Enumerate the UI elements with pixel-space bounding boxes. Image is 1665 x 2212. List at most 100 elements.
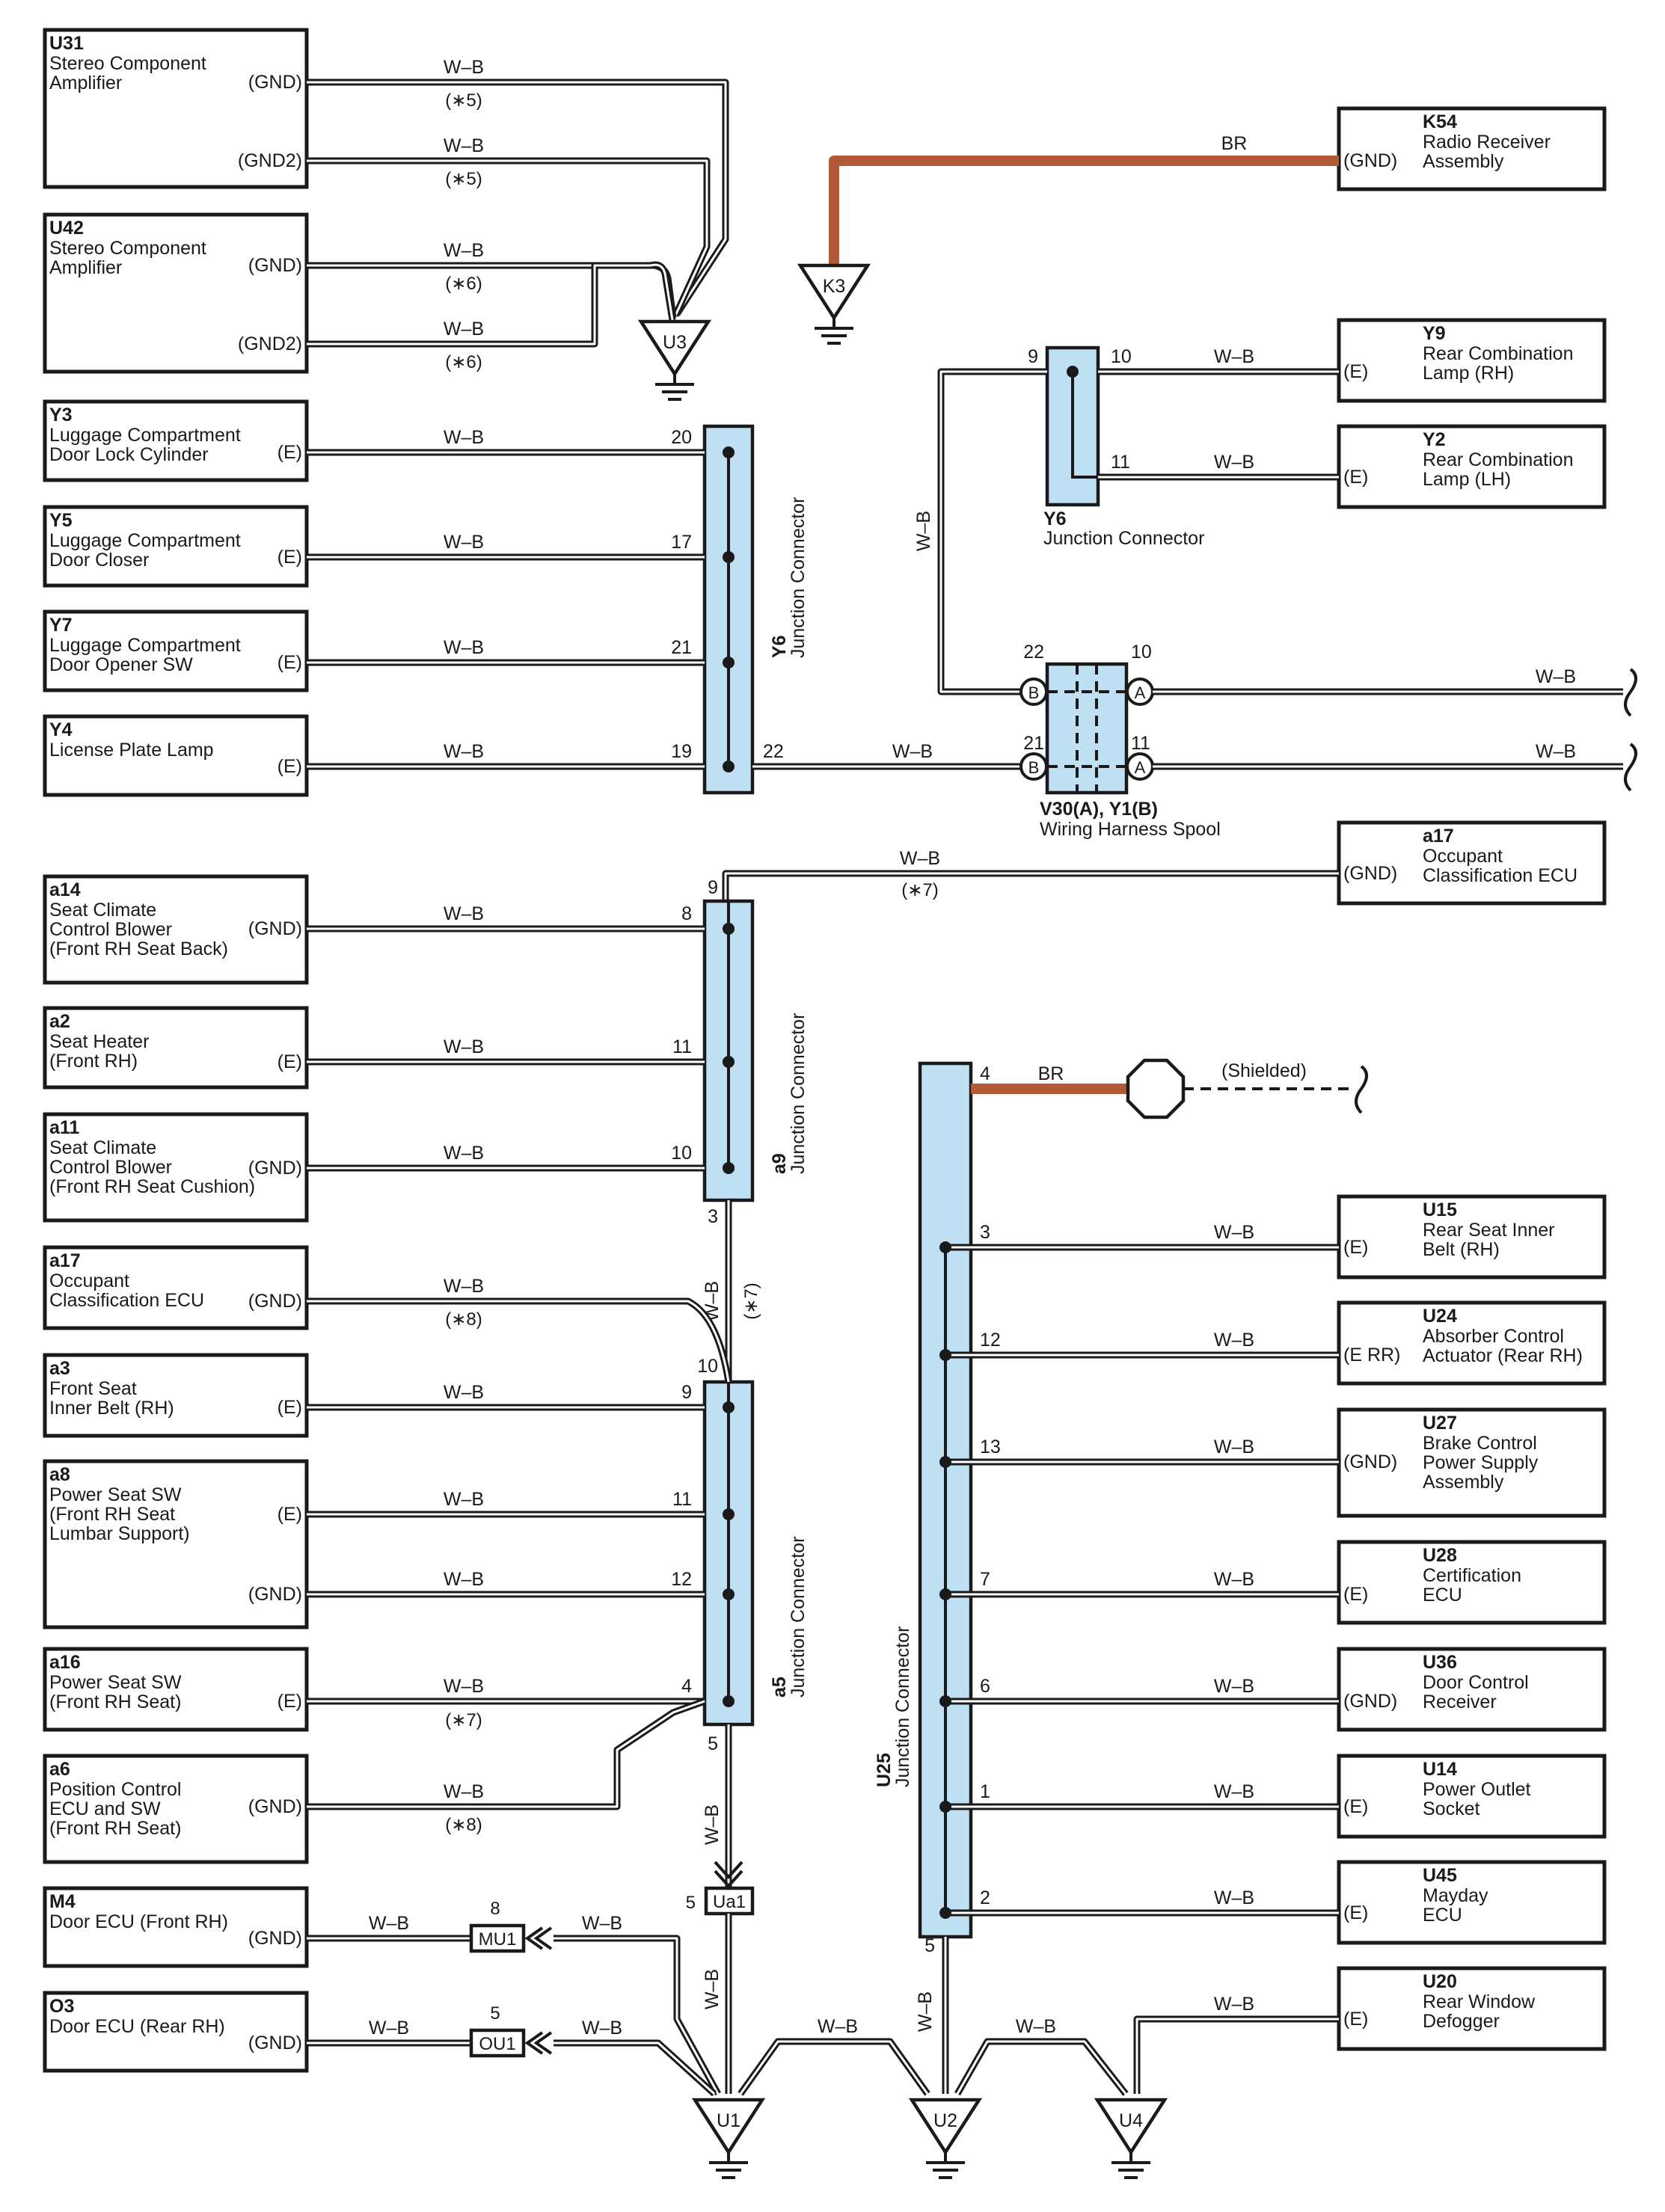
- component-id: U42: [49, 218, 84, 239]
- junction-pin: 10: [697, 1356, 718, 1377]
- component-id: a3: [49, 1358, 70, 1379]
- wire-color-label: W–B: [1016, 2016, 1056, 2037]
- inline-connector-id: MU1: [479, 1929, 517, 1950]
- component-name-line: (Front RH): [49, 1051, 138, 1072]
- component-id: Y7: [49, 615, 73, 636]
- wire-a17-left-core: [307, 1300, 730, 1383]
- component-name-line: Absorber Control: [1423, 1326, 1564, 1347]
- inline-connector-pin: 5: [686, 1893, 696, 1913]
- wire-color-label: W–B: [900, 848, 940, 869]
- component-box: [1337, 1194, 1607, 1279]
- wire-u20-to-u4-core: [1135, 2018, 1339, 2094]
- terminal-label: (GND2): [238, 334, 302, 354]
- component-name-line: Classification ECU: [49, 1290, 204, 1311]
- junction-pin: 9: [681, 1382, 692, 1403]
- wire-u2-u4-link-core: [956, 2040, 1127, 2095]
- wire-u31-gnd-core: [307, 81, 727, 315]
- wire-a17-left: [307, 1297, 732, 1383]
- component-name-line: (Front RH Seat Cushion): [49, 1176, 255, 1197]
- component-id: U15: [1423, 1199, 1457, 1220]
- junction-pin: 11: [672, 1036, 692, 1057]
- wire-color-label: W–B: [1214, 346, 1254, 367]
- terminal-label: (E): [278, 1691, 302, 1712]
- junction-pin: 22: [763, 741, 784, 762]
- junction-pin: 20: [671, 427, 692, 448]
- component-id: U45: [1423, 1865, 1457, 1886]
- component-id: a17: [1423, 826, 1454, 847]
- wire-color-label: W–B: [702, 1804, 723, 1845]
- wire-color-label: W–B: [444, 1781, 484, 1802]
- wire-color-label: W–B: [913, 511, 934, 551]
- wire-color-label: W–B: [1214, 1569, 1254, 1590]
- ground-id: K3: [823, 276, 846, 297]
- component-name-line: Actuator (Rear RH): [1423, 1345, 1583, 1366]
- terminal-label: (E): [278, 442, 302, 463]
- component-id: a8: [49, 1464, 70, 1485]
- ground-id: U3: [663, 332, 687, 353]
- junction-pin: 10: [1111, 346, 1132, 367]
- component-box: [1337, 1300, 1607, 1386]
- component-name-line: Power Seat SW: [49, 1672, 182, 1693]
- junction-pin: 19: [671, 741, 692, 762]
- component-name-line: Luggage Compartment: [49, 425, 241, 446]
- wire-color-label: W–B: [444, 741, 484, 762]
- wire-u42-gnd: [307, 262, 677, 319]
- component-name-line: Socket: [1423, 1798, 1480, 1819]
- wire-u42-gnd-core: [307, 264, 675, 319]
- terminal-label: (GND): [248, 72, 302, 93]
- component-name-line: Lamp (RH): [1423, 363, 1514, 384]
- component-name-line: Seat Heater: [49, 1031, 149, 1052]
- inline-connector-box: [469, 1923, 526, 1953]
- component-id: a16: [49, 1652, 81, 1673]
- chevron: [524, 1926, 544, 1950]
- junction-pin: 10: [671, 1143, 692, 1164]
- inline-connector-id: Ua1: [713, 1892, 746, 1912]
- component-id: a11: [49, 1117, 79, 1138]
- wire-color-label: W–B: [1214, 1437, 1254, 1457]
- wire-color-label: W–B: [892, 741, 933, 762]
- inline-connector-pin: 8: [490, 1899, 500, 1919]
- junction-name: Junction Connector: [788, 1537, 809, 1698]
- inline-connector-box: [469, 2028, 526, 2058]
- terminal-label: (E): [278, 547, 302, 568]
- component-box: [43, 1991, 309, 2073]
- component-box: [43, 212, 309, 374]
- terminal-label: (GND): [1343, 863, 1397, 884]
- junction-pin: 3: [980, 1222, 990, 1243]
- component-name-line: Power Outlet: [1423, 1779, 1531, 1800]
- wire-color-label: W–B: [444, 57, 484, 78]
- terminal-label: (GND): [248, 1291, 302, 1312]
- spool-pin: 22: [1023, 642, 1044, 663]
- spool-side-label: A: [1135, 683, 1146, 702]
- component-name-line: License Plate Lamp: [49, 740, 214, 761]
- component-name-line: Control Blower: [49, 919, 172, 940]
- ground-symbol: [797, 263, 871, 322]
- wire-y6-9-to-spool-core: [939, 370, 1047, 693]
- terminal-label: (E): [1343, 1237, 1368, 1258]
- wire-color-label: W–B: [444, 1489, 484, 1510]
- component-id: U14: [1423, 1759, 1457, 1780]
- component-name-line: Brake Control: [1423, 1433, 1537, 1454]
- wire-color-label: W–B: [1214, 452, 1254, 473]
- component-box: [43, 609, 309, 692]
- ground-symbol: [637, 319, 712, 378]
- spool-side-marker: [1019, 752, 1048, 781]
- shield-label: (Shielded): [1221, 1060, 1307, 1081]
- spool-pin: 11: [1131, 733, 1150, 754]
- component-name-line: Door Lock Cylinder: [49, 444, 209, 465]
- terminal-label: (E): [278, 1504, 302, 1525]
- junction-id: a9: [769, 1153, 790, 1174]
- component-name-line: Power Supply: [1423, 1452, 1539, 1473]
- component-id: U31: [49, 33, 84, 54]
- component-box: [43, 28, 309, 189]
- wire-color-label: W–B: [369, 2018, 409, 2039]
- component-id: a14: [49, 879, 81, 900]
- junction-pin: 9: [708, 877, 718, 898]
- wire-color-label: W–B: [1214, 1676, 1254, 1697]
